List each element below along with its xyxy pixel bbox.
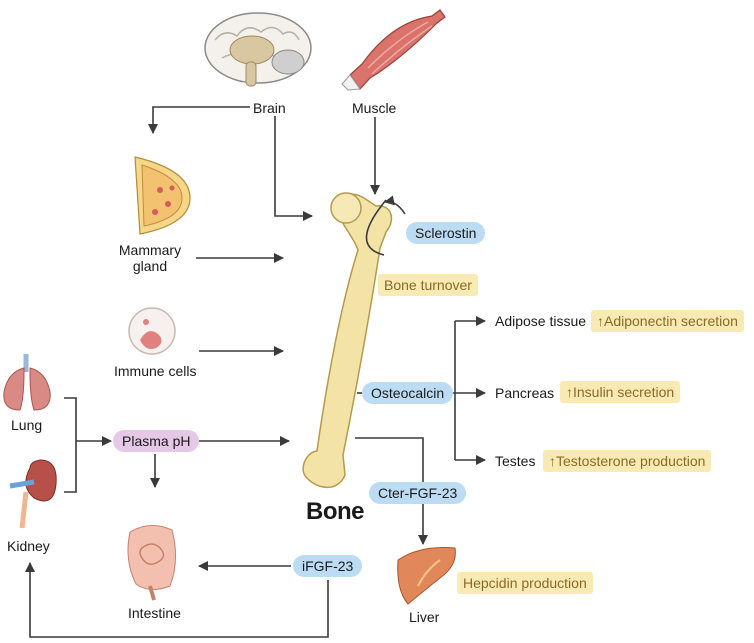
immune-cell-icon [128, 307, 176, 355]
pancreas-label: Pancreas [495, 385, 555, 401]
testosterone-production-tag: ↑Testosterone production [543, 450, 712, 472]
brain-label: Brain [253, 100, 286, 116]
plasma-ph-pill: Plasma pH [113, 430, 200, 452]
osteocalcin-pill: Osteocalcin [362, 382, 454, 404]
mammary-gland-icon [134, 156, 191, 235]
mammary-gland-label: Mammary gland [118, 242, 182, 274]
bone-illustration [302, 192, 393, 489]
kidney-icon [9, 459, 57, 529]
immune-cells-label: Immune cells [114, 363, 197, 379]
kidney-label: Kidney [7, 538, 50, 554]
cter-fgf23-pill: Cter-FGF-23 [369, 482, 467, 504]
bone-turnover-tag: Bone turnover [378, 274, 478, 296]
sclerostin-pill: Sclerostin [406, 222, 486, 244]
adipose-tissue-label: Adipose tissue [495, 313, 587, 329]
intestine-label: Intestine [128, 605, 181, 621]
liver-icon [397, 547, 456, 605]
lungs-icon [3, 354, 51, 411]
muscle-label: Muscle [352, 100, 397, 116]
diagram-arrows [25, 106, 486, 638]
ifgf23-pill: iFGF-23 [293, 555, 363, 577]
insulin-secretion-tag: ↑Insulin secretion [560, 381, 681, 403]
muscle-icon [341, 9, 446, 91]
adiponectin-secretion-tag: ↑Adiponectin secretion [591, 310, 744, 332]
testes-label: Testes [495, 453, 536, 469]
hepcidin-production-tag: Hepcidin production [457, 572, 593, 594]
bone-title: Bone [306, 498, 365, 525]
lung-label: Lung [11, 417, 43, 433]
liver-label: Liver [409, 609, 440, 625]
brain-icon [204, 12, 312, 87]
intestine-icon [127, 525, 176, 601]
